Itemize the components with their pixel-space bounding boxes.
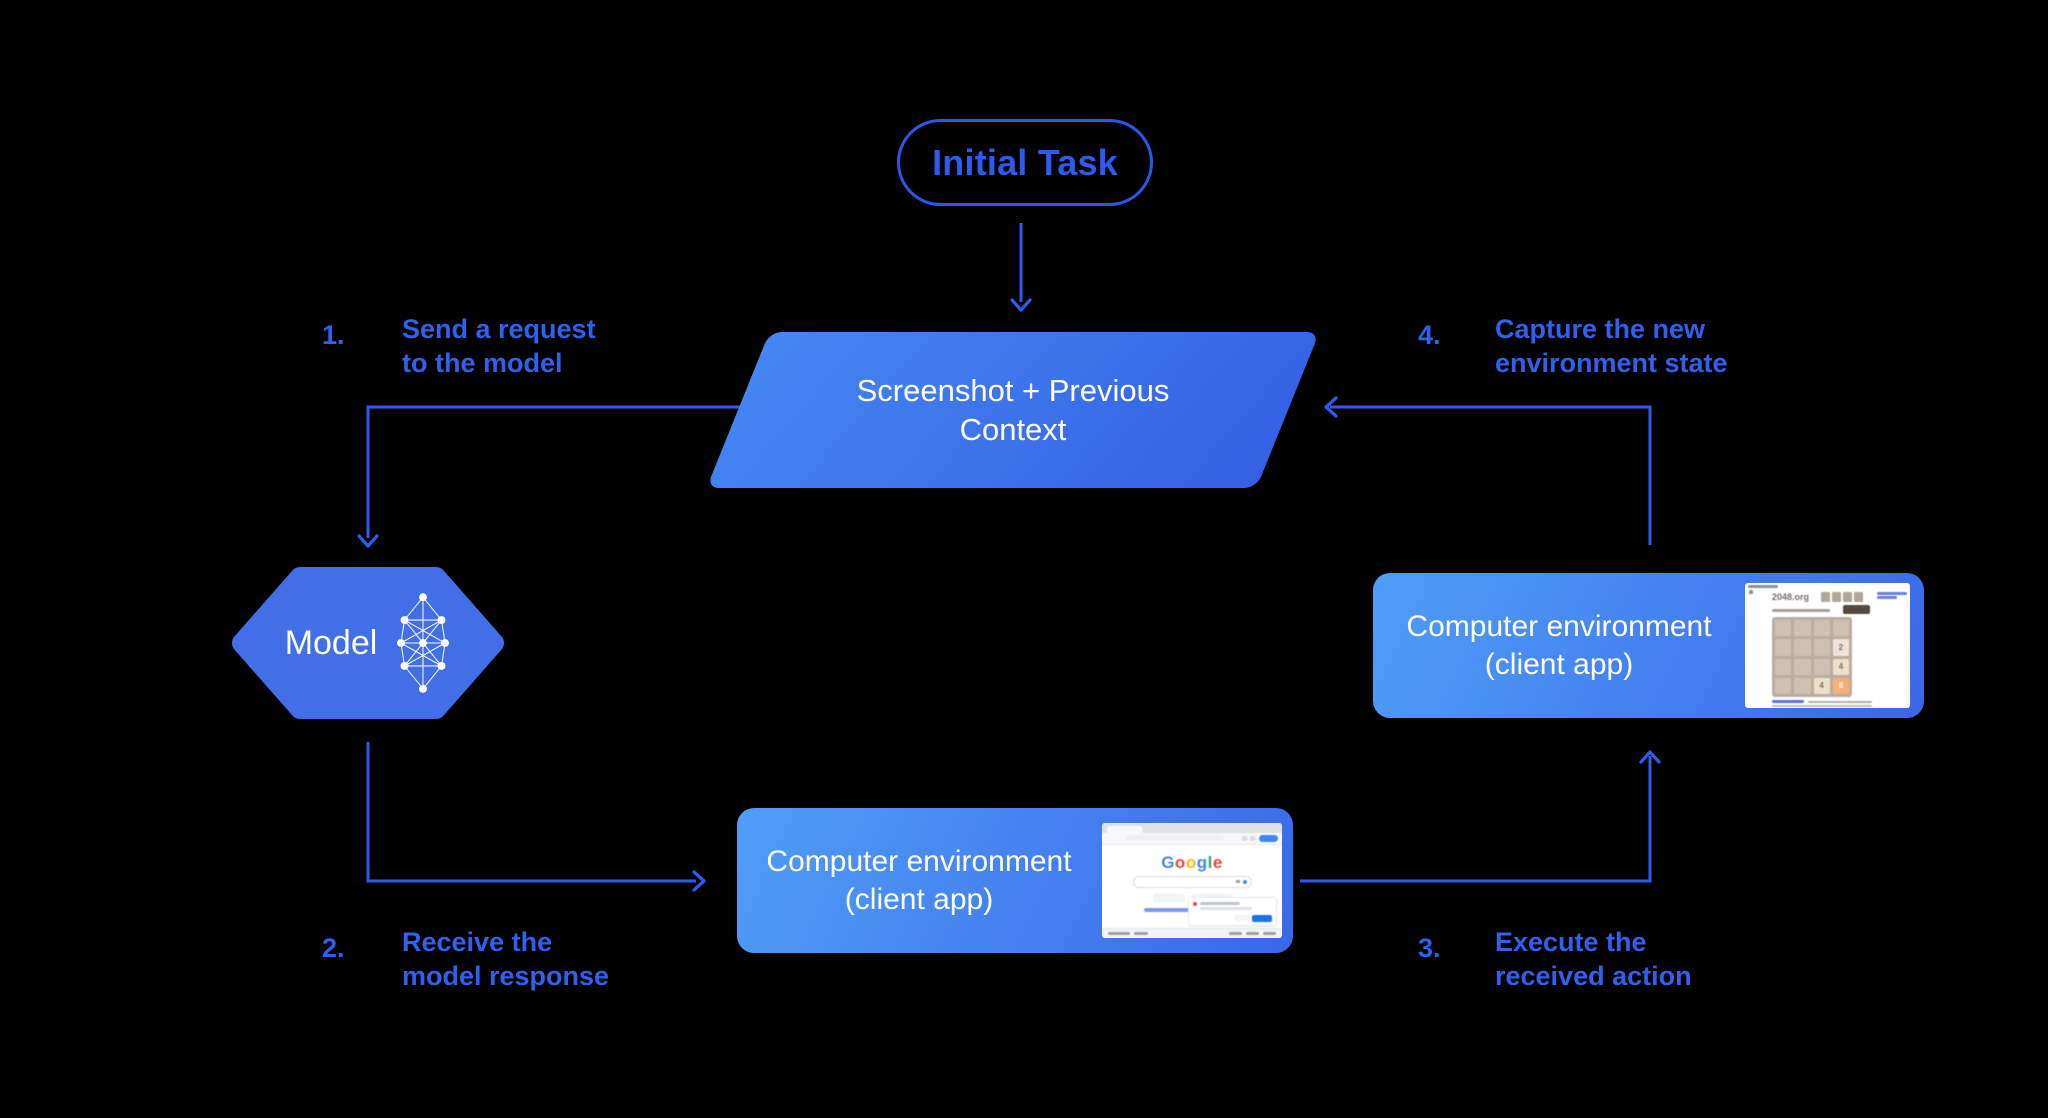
step-2-label: Receive the model response [402,927,610,991]
site-title: 2048.org [1772,592,1810,602]
mic-icon [1243,879,1247,884]
screenshot-context-node: Screenshot + Previous Context [706,332,1320,488]
model-node: Model [228,563,508,723]
env-capture-node: Computer environment (client app) 2048.o… [1373,573,1924,718]
browser-chrome [1102,823,1282,833]
dialog-dismiss-button [1234,915,1249,921]
signin-dialog [1189,898,1276,925]
search-input [1133,876,1252,888]
step-2-number: 2. [322,933,345,963]
arrow-model-to-env [366,742,696,883]
header-link [1877,596,1897,599]
model-label: Model [284,623,378,662]
google-search-button [1152,894,1185,902]
env-executor-label: Computer environment (client app) [766,844,1072,916]
arrowhead-down-icon [357,534,379,548]
footer-text [1772,705,1872,707]
initial-task-label: Initial Task [932,141,1118,183]
arrow-env-to-context [1330,405,1652,545]
step-3-label: Execute the received action [1495,927,1692,991]
arrowhead-right-icon [692,870,706,892]
browser-text [1748,585,1778,588]
score-boxes [1821,592,1863,602]
step-4-number: 4. [1418,320,1441,350]
tile-4: 4 [1832,658,1849,675]
env-executor-node: Computer environment (client app) Google [737,808,1293,953]
arrow-context-to-model [366,405,740,538]
url-bar [1126,835,1224,841]
google-homepage-screenshot: Google [1102,823,1282,938]
neural-network-icon [397,593,450,693]
arrowhead-left-icon [1324,396,1338,418]
tile-4: 4 [1813,677,1830,694]
new-game-button [1843,605,1870,614]
google-logo: Google [1161,853,1223,872]
game-2048-screenshot: 2048.org [1745,583,1910,708]
env-capture-label: Computer environment (client app) [1406,609,1712,681]
footer-link [1772,700,1804,703]
header-link [1877,592,1907,595]
arrowhead-down-icon [1010,298,1032,312]
google-footer [1102,928,1282,938]
tagline-text [1772,609,1830,612]
keyboard-icon [1236,880,1240,883]
dialog-confirm-button [1252,915,1272,922]
initial-task-node: Initial Task [897,119,1153,206]
menu-icon [1250,836,1255,841]
browser-toolbar [1102,833,1282,845]
step-1-number: 1. [322,320,345,350]
browser-icon [1749,590,1753,594]
tile-2: 2 [1832,639,1849,656]
tile-8: 8 [1832,677,1849,694]
profile-pill [1259,835,1278,842]
extension-icon [1242,836,1247,841]
arrowhead-up-icon [1639,750,1661,764]
step-3-number: 3. [1418,933,1441,963]
browser-tab [1107,826,1143,833]
step-1-label: Send a request to the model [402,314,596,378]
dialog-icon [1193,902,1197,906]
dialog-text [1200,902,1240,905]
hexagon-shape [232,567,504,719]
screenshot-context-label: Screenshot + Previous Context [856,373,1170,447]
arrow-env-to-env [1300,756,1652,883]
footer-text [1808,700,1872,703]
dialog-subtext [1200,907,1252,910]
game-grid: 2 4 4 8 [1772,617,1852,697]
step-4-label: Capture the new environment state [1495,314,1728,378]
